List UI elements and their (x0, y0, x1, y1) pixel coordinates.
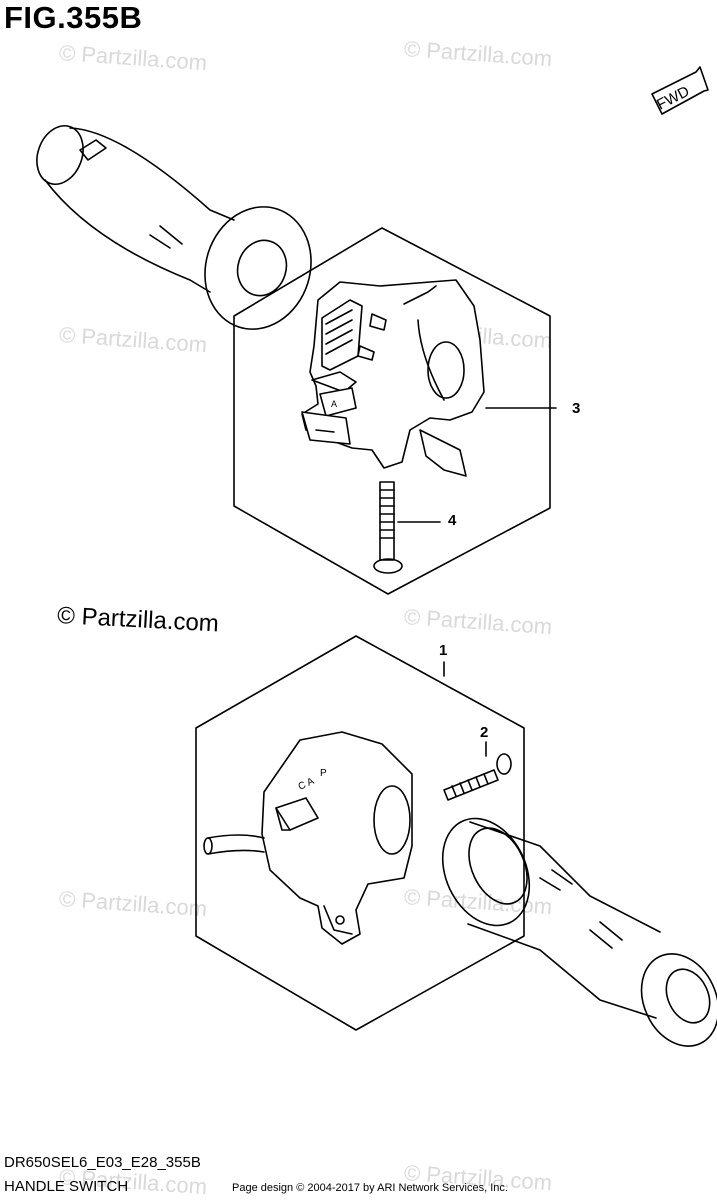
assembly-box-1 (195, 635, 525, 1031)
callout-3: 3 (572, 400, 581, 417)
callout-4: 4 (448, 512, 457, 529)
callout-1: 1 (439, 642, 448, 659)
footer-text: Page design © 2004-2017 by ARI Network S… (232, 1182, 508, 1194)
screw-2 (443, 753, 512, 801)
assembly-box-3 (233, 227, 551, 595)
figure-code: DR650SEL6_E03_E28_355B (4, 1154, 201, 1171)
switch-tag-label: A (331, 399, 337, 409)
figure-title: FIG.355B (4, 0, 143, 35)
switch-marks: P (320, 768, 327, 779)
callout-2: 2 (480, 724, 489, 741)
right-handle-switch: C A P (203, 731, 413, 945)
grip-left (36, 125, 312, 330)
left-handle-switch: A (301, 279, 485, 477)
screw-4 (373, 481, 403, 574)
grip-right (441, 817, 717, 1047)
figure-caption: HANDLE SWITCH (4, 1178, 129, 1195)
fwd-arrow-icon: FWD (651, 66, 709, 115)
